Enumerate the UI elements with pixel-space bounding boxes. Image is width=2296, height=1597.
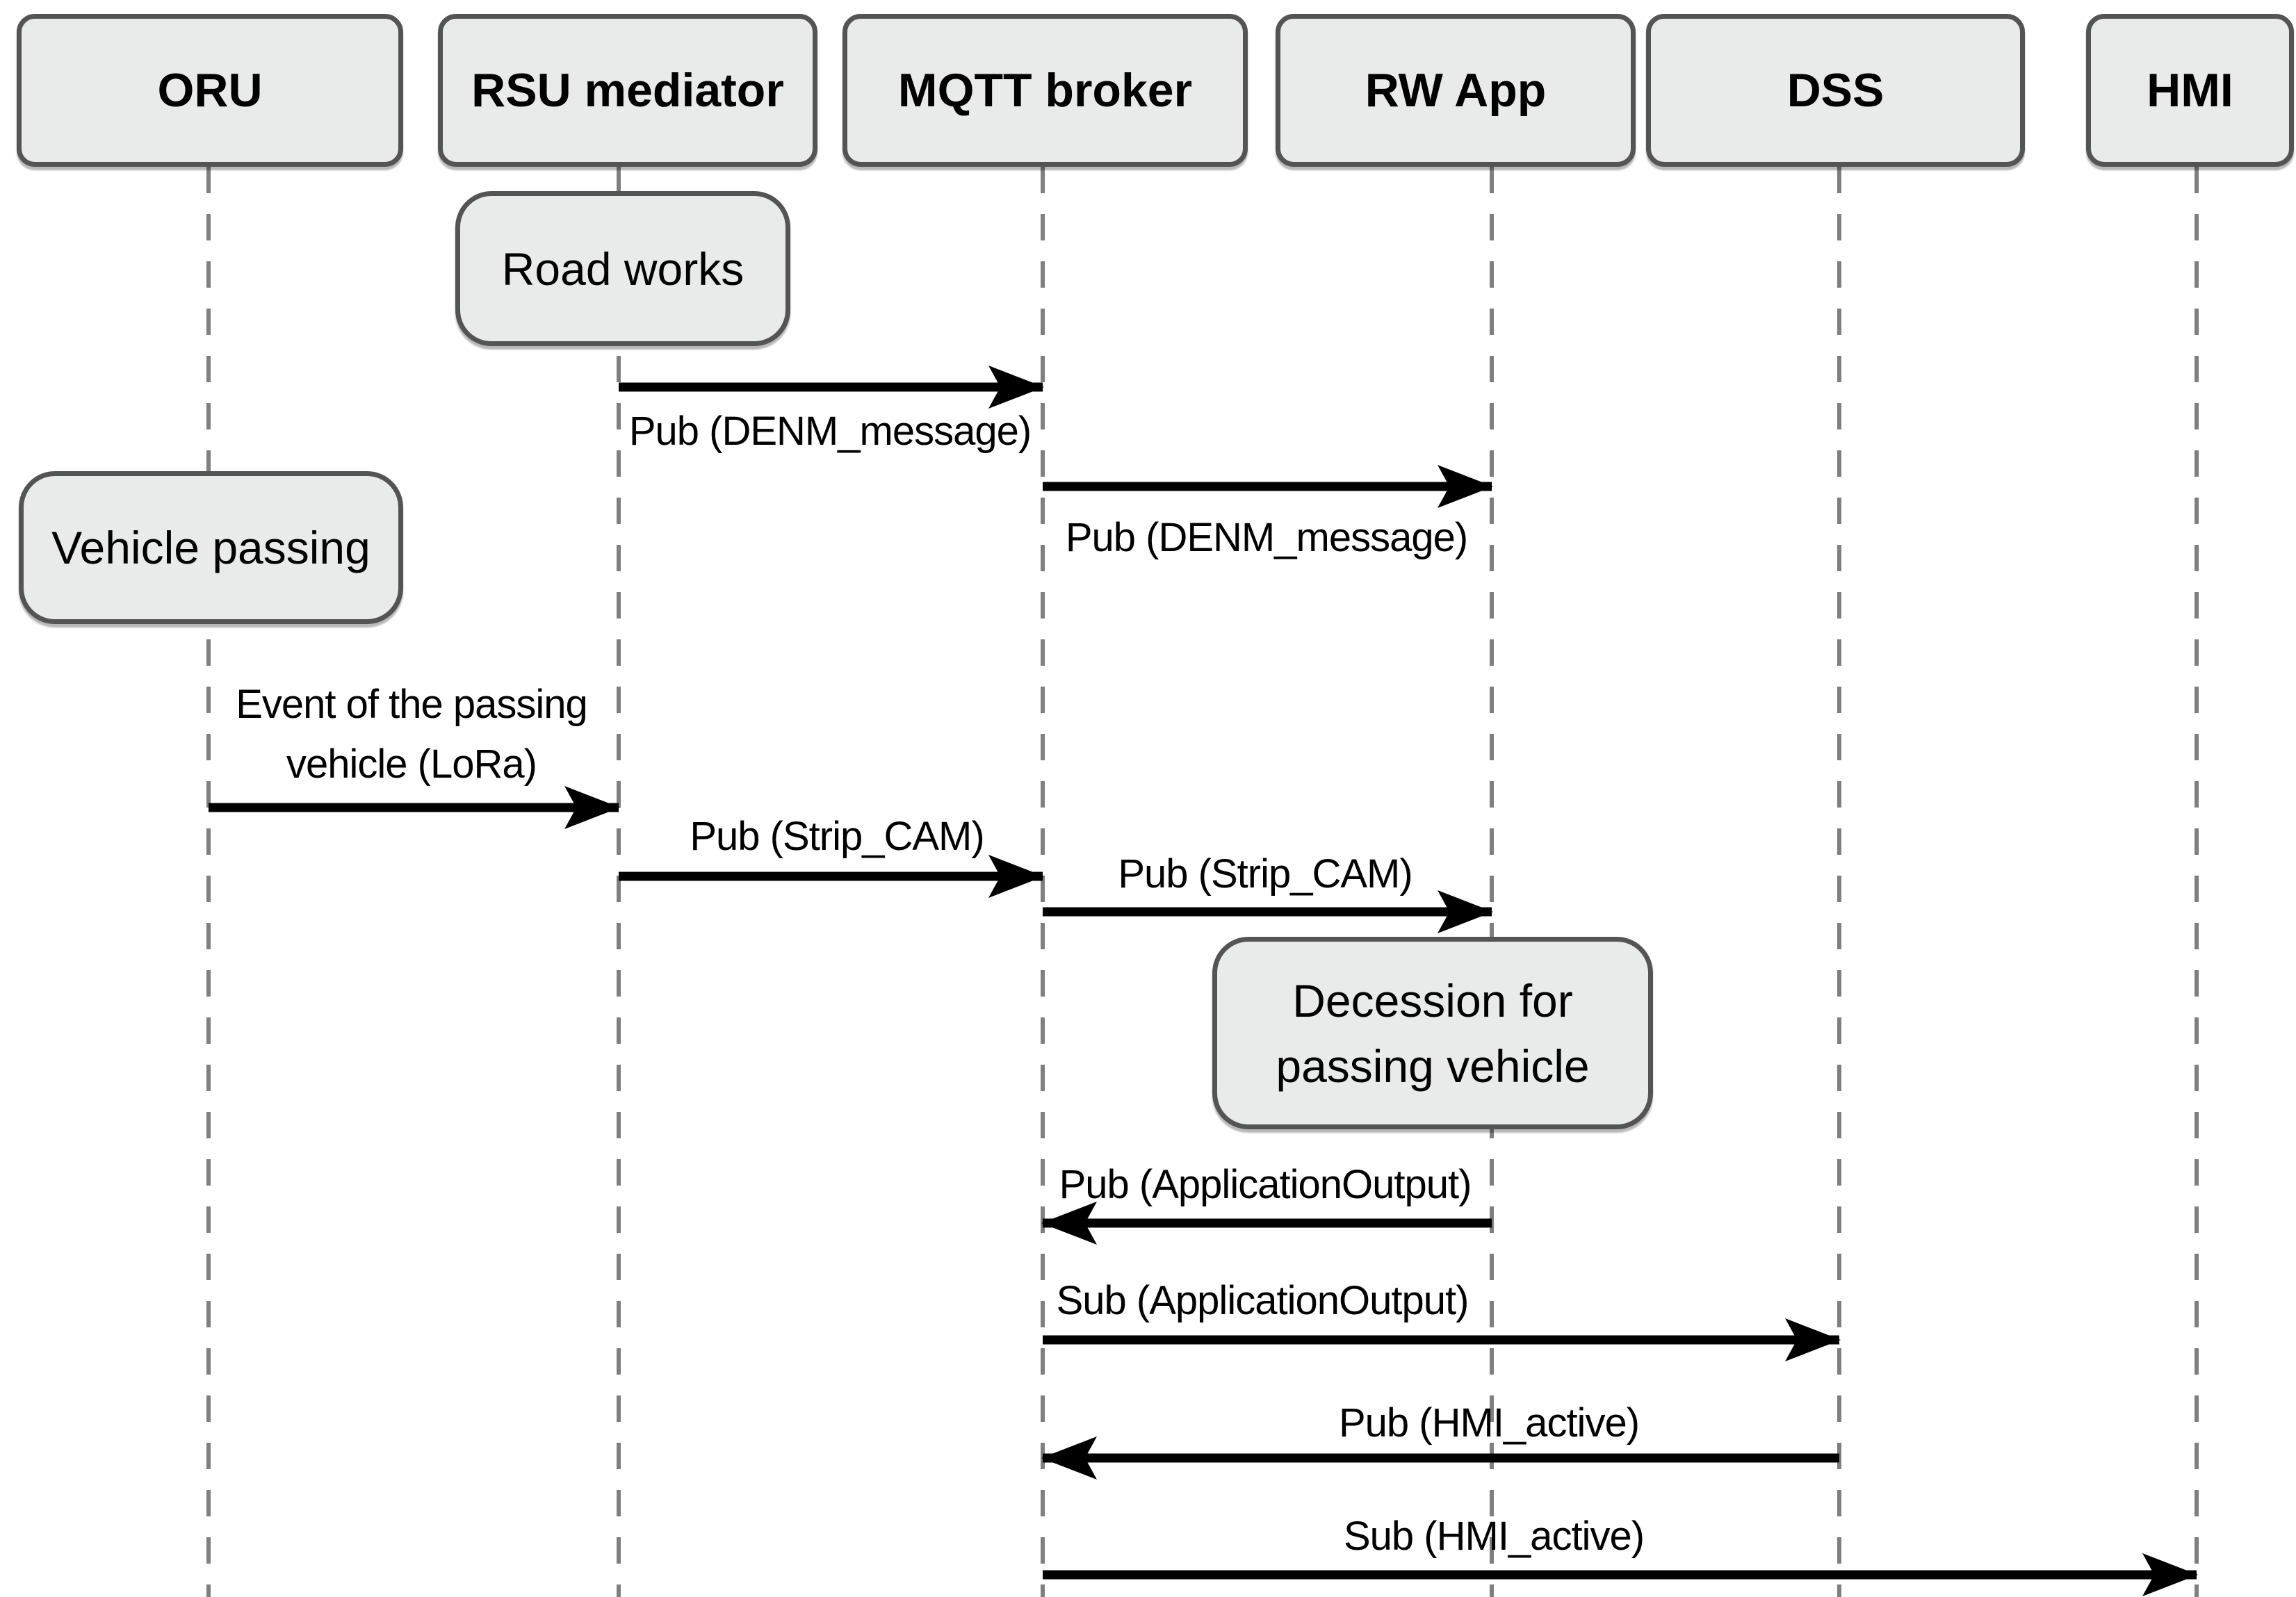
- message-label-pub-strip-cam-1-line: Pub (Strip_CAM): [690, 814, 984, 859]
- actor-label-hmi: HMI: [2147, 64, 2233, 117]
- message-label-pub-applicationoutput: Pub (ApplicationOutput): [1059, 1155, 1472, 1215]
- message-label-pub-denm-1-line: Pub (DENM_message): [628, 409, 1032, 454]
- message-label-pub-denm-2-line: Pub (DENM_message): [1065, 515, 1468, 560]
- message-label-pub-hmi-active: Pub (HMI_active): [1338, 1393, 1640, 1453]
- note-decession: Decession for passing vehicle: [1212, 937, 1653, 1129]
- actor-rw-app: RW App: [1276, 14, 1636, 167]
- actor-oru: ORU: [17, 14, 403, 167]
- note-vehicle-passing-line: Vehicle passing: [51, 522, 371, 573]
- actor-rsu-mediator: RSU mediator: [438, 14, 817, 167]
- message-label-pub-strip-cam-2-line: Pub (Strip_CAM): [1118, 851, 1412, 896]
- message-label-sub-applicationoutput: Sub (ApplicationOutput): [1057, 1271, 1469, 1331]
- message-label-pub-strip-cam-2: Pub (Strip_CAM): [1118, 844, 1412, 904]
- actor-label-oru: ORU: [157, 64, 263, 117]
- actor-label-dss: DSS: [1786, 64, 1884, 117]
- note-road-works: Road works: [455, 191, 790, 346]
- note-decession-line: passing vehicle: [1276, 1040, 1590, 1092]
- message-label-sub-hmi-active-line: Sub (HMI_active): [1343, 1514, 1645, 1559]
- message-label-event-passing-vehicle-line: vehicle (LoRa): [286, 742, 537, 787]
- message-arrows-group: [209, 366, 2198, 1596]
- message-label-event-passing-vehicle-line: Event of the passing: [236, 682, 588, 727]
- note-decession-line: Decession for: [1292, 974, 1573, 1026]
- note-vehicle-passing: Vehicle passing: [19, 471, 403, 624]
- note-road-works-line: Road works: [501, 243, 744, 295]
- actor-label-rw-app: RW App: [1365, 64, 1547, 117]
- actor-label-mqtt-broker: MQTT broker: [897, 64, 1193, 117]
- actor-hmi: HMI: [2086, 14, 2294, 167]
- actor-mqtt-broker: MQTT broker: [842, 14, 1248, 167]
- message-label-event-passing-vehicle: Event of the passing vehicle (LoRa): [236, 675, 588, 794]
- message-label-pub-denm-1: Pub (DENM_message): [628, 402, 1032, 461]
- actor-dss: DSS: [1646, 14, 2025, 167]
- actor-label-rsu-mediator: RSU mediator: [471, 64, 784, 117]
- message-label-sub-applicationoutput-line: Sub (ApplicationOutput): [1056, 1278, 1469, 1323]
- message-label-pub-strip-cam-1: Pub (Strip_CAM): [690, 807, 984, 867]
- message-label-pub-hmi-active-line: Pub (HMI_active): [1338, 1400, 1640, 1446]
- message-label-sub-hmi-active: Sub (HMI_active): [1343, 1507, 1645, 1566]
- message-label-pub-applicationoutput-line: Pub (ApplicationOutput): [1059, 1162, 1472, 1207]
- message-label-pub-denm-2: Pub (DENM_message): [1065, 508, 1468, 568]
